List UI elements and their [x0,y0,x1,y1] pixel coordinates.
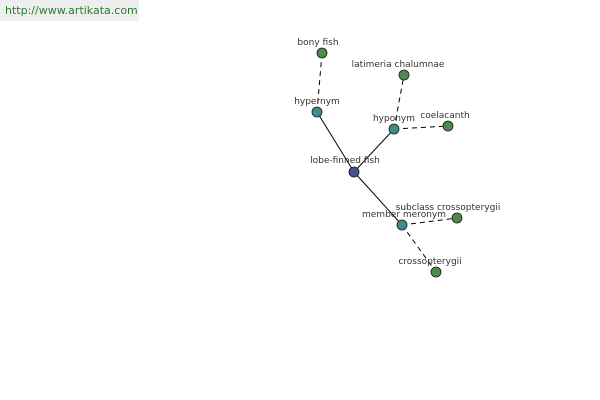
source-url-banner[interactable]: http://www.artikata.com [0,0,139,21]
node-subclass[interactable]: subclass crossopterygii [396,203,501,224]
edge-hypernym-bony_fish [316,52,323,113]
node-label-center[interactable]: lobe-finned fish [310,156,380,166]
graph-edges [316,52,458,273]
node-label-member-meronym[interactable]: member meronym [362,210,446,220]
node-dot-subclass[interactable] [451,212,463,224]
node-hypernym[interactable]: hypernym [294,97,340,118]
node-crossopterygii[interactable]: crossopterygii [398,257,462,278]
edge-hyponym-latimeria [393,74,405,130]
edge-center-member_meronym [353,171,403,226]
node-coelacanth[interactable]: coelacanth [420,111,470,132]
node-dot-bony-fish[interactable] [316,47,328,59]
node-label-hypernym[interactable]: hypernym [294,97,340,107]
node-dot-hypernym[interactable] [311,106,323,118]
node-dot-center[interactable] [348,166,360,178]
node-latimeria[interactable]: latimeria chalumnae [352,60,445,81]
node-hyponym[interactable]: hyponym [373,114,415,135]
edge-member_meronym-crossopterygii [401,224,437,273]
node-center[interactable]: lobe-finned fish [310,156,380,178]
node-bony-fish[interactable]: bony fish [297,38,339,59]
node-dot-member-meronym[interactable] [396,219,408,231]
edge-hyponym-coelacanth [393,125,449,130]
graph-nodes: bony fish latimeria chalumnae coelacanth su… [294,38,501,278]
edge-center-hyponym [353,128,395,173]
node-dot-crossopterygii[interactable] [430,266,442,278]
edge-center-hypernym [316,111,355,173]
node-member-meronym[interactable]: member meronym [362,210,446,231]
edge-member_meronym-subclass [401,217,458,226]
node-label-coelacanth[interactable]: coelacanth [420,111,469,121]
node-label-hyponym[interactable]: hyponym [373,114,415,124]
node-label-bony-fish[interactable]: bony fish [297,38,338,48]
node-dot-hyponym[interactable] [388,123,400,135]
node-dot-latimeria[interactable] [398,69,410,81]
node-label-subclass[interactable]: subclass crossopterygii [396,203,501,213]
source-url-text[interactable]: http://www.artikata.com [5,4,138,17]
node-label-crossopterygii[interactable]: crossopterygii [398,257,461,267]
node-label-latimeria[interactable]: latimeria chalumnae [352,60,445,70]
node-dot-coelacanth[interactable] [442,120,454,132]
